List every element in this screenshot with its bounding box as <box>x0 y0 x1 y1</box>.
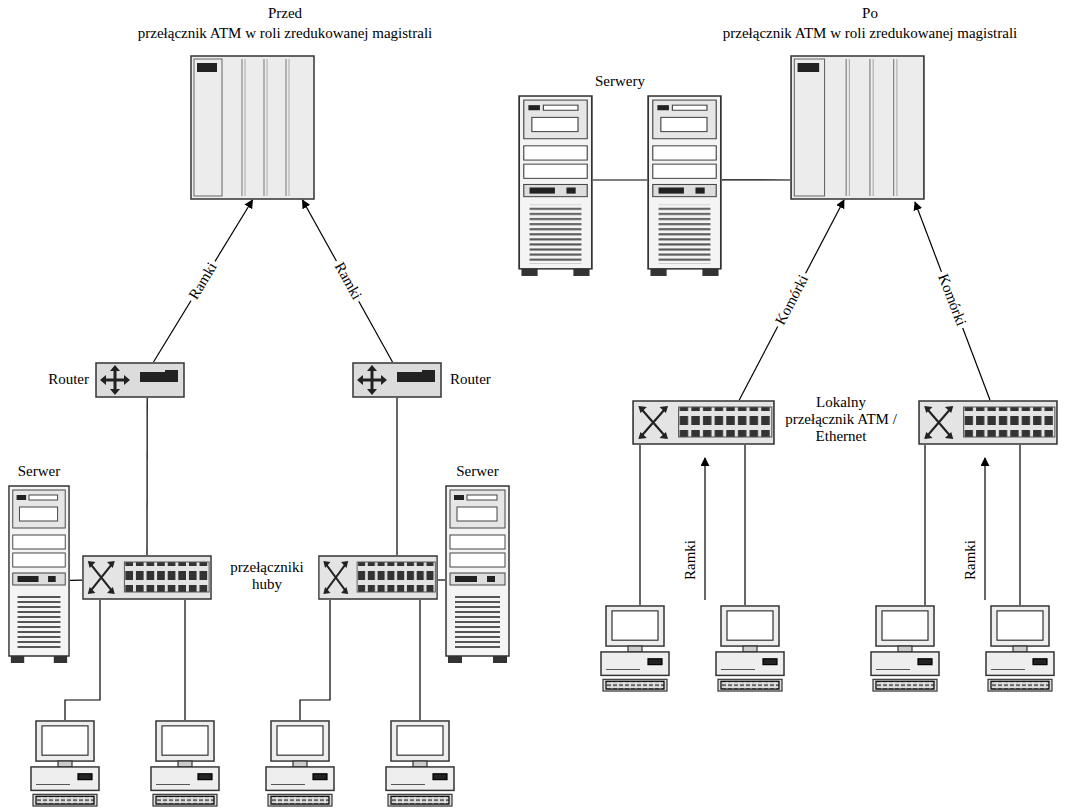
arrow-label: Komórki <box>933 269 970 331</box>
node-label: Przed <box>85 5 485 22</box>
node-label: Router <box>17 371 89 388</box>
connector <box>154 200 253 362</box>
node-label: Serwer <box>2 463 76 480</box>
router-icon <box>95 362 185 398</box>
connector <box>722 179 790 180</box>
edge-label: Komórki <box>770 269 813 330</box>
atm-switch-icon <box>790 55 925 200</box>
server-icon <box>8 485 70 665</box>
server: Serwer <box>445 485 510 665</box>
router: Router <box>352 362 442 398</box>
server-group-icon <box>518 95 722 278</box>
atm-switch: Poprzełącznik ATM w roli zredukowanej ma… <box>790 55 925 200</box>
node-label: przełączniki huby <box>216 559 318 593</box>
node-label: Router <box>450 371 522 388</box>
workstations <box>31 180 1054 806</box>
arrow-label: Ramki <box>682 537 699 583</box>
server: Serwer <box>8 485 70 665</box>
node-label: Serwer <box>439 463 516 480</box>
server-group: Serwery <box>518 95 722 278</box>
edge-label: Ramki <box>329 257 366 305</box>
local-switch-icon <box>632 400 775 445</box>
node-label: Lokalny przełącznik ATM / Ethernet <box>782 394 900 445</box>
node-label: Po <box>670 5 1070 22</box>
local-switch: Lokalny przełącznik ATM / Ethernet <box>632 400 775 445</box>
connector <box>70 580 82 581</box>
atm-switch: Przedprzełącznik ATM w roli zredukowanej… <box>190 55 315 200</box>
atm-switch-icon <box>190 55 315 200</box>
server-icon <box>445 485 510 665</box>
node-caption: przełącznik ATM w roli zredukowanej magi… <box>670 25 1070 42</box>
connector <box>303 200 393 362</box>
router: Router <box>95 362 185 398</box>
arrow-label: Ramki <box>962 537 979 583</box>
connector <box>739 200 844 400</box>
router-icon <box>352 362 442 398</box>
hub-switch-icon <box>82 555 212 600</box>
hub-switch: przełączniki huby <box>82 555 212 600</box>
node-caption: przełącznik ATM w roli zredukowanej magi… <box>85 25 485 42</box>
right-hub <box>319 556 437 599</box>
node-label: Serwery <box>560 73 680 90</box>
edge-label: Ramki <box>184 257 222 305</box>
local-switch <box>919 401 1057 444</box>
connector <box>146 398 147 555</box>
